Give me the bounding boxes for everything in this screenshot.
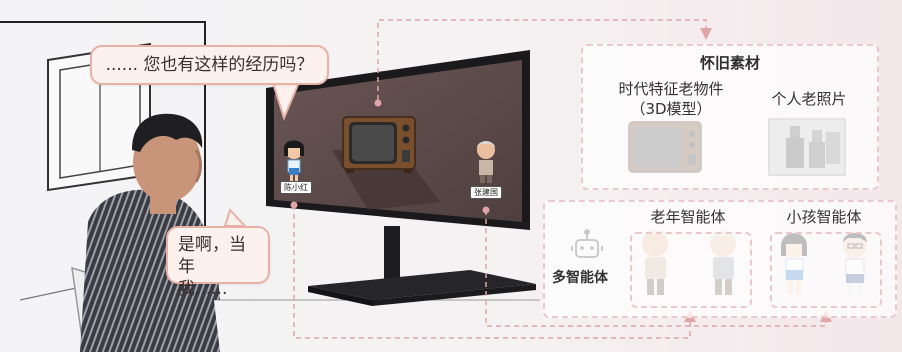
name-badge-man: 张建国 [470,186,502,199]
anchor-dot-tv [374,99,382,107]
name-badge-girl: 陈小红 [280,181,312,194]
old-man-avatar-tv [477,141,495,183]
girl-avatar-tv [284,140,304,181]
arrow-girl-to-elder [293,205,696,339]
answer-text-line2: 我...... [178,279,228,299]
material-item2-label: 个人老照片 [771,90,847,108]
speech-bubble-answer: 是啊，当年 我...... [166,226,270,299]
tv-stand [308,226,536,306]
answer-text-line1: 是啊，当年 [178,235,246,277]
multi-agent-label: 多智能体 [552,270,608,286]
anchor-dot-man [482,206,490,214]
question-text: ...... 您也有这样的经历吗？ [105,55,314,75]
material-item1-line2: （3D模型） [630,100,712,118]
arrow-man-to-child [485,210,832,327]
arrow-screen-to-material [377,19,712,100]
nostalgia-panel-title: 怀旧素材 [700,54,761,72]
anchor-dot-girl [290,201,298,209]
multi-agent-panel [543,200,897,318]
elder-agent-label: 老年智能体 [650,208,726,226]
dashed-connectors [293,19,832,339]
nostalgia-material-panel [581,44,879,190]
material-item1-line1: 时代特征老物件 [618,80,724,98]
child-agent-group-box [770,232,882,308]
speech-bubble-question: ...... 您也有这样的经历吗？ [90,45,329,85]
retro-tv-model [342,116,416,173]
child-agent-label: 小孩智能体 [786,208,862,226]
elder-agent-group-box [630,232,752,308]
